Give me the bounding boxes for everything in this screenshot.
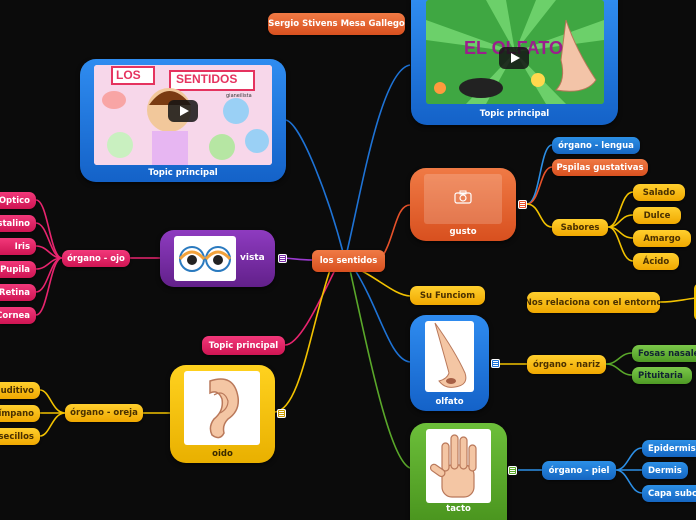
sabores-node[interactable]: Sabores [552, 219, 608, 236]
vista-part-iris-label: Iris [14, 241, 30, 252]
oido-part-huesecillos[interactable]: Huesecillos [0, 428, 40, 445]
oido-part-timpano[interactable]: Tímpano [0, 405, 40, 422]
vista-organ-label: órgano - ojo [67, 253, 125, 264]
su-funcion-node[interactable]: Su Funciom [410, 286, 485, 305]
olfato-card[interactable]: olfato [410, 315, 489, 411]
vista-part-pupila[interactable]: Pupila [0, 261, 36, 278]
tacto-caption: tacto [446, 504, 471, 514]
oido-collapse-icon[interactable] [277, 409, 286, 418]
tacto-collapse-icon[interactable] [508, 466, 517, 475]
vista-part-cornea-label: Cornea [0, 310, 30, 321]
camera-icon [454, 190, 472, 204]
gusto-caption: gusto [449, 227, 477, 237]
video-left-title2: SENTIDOS [176, 72, 238, 86]
author-node[interactable]: Sergio Stivens Mesa Gallego [268, 13, 405, 35]
play-button-right-icon[interactable] [499, 47, 529, 69]
vista-collapse-icon[interactable] [278, 254, 287, 263]
vista-organ-node[interactable]: órgano - ojo [62, 250, 130, 267]
central-node[interactable]: los sentidos [312, 250, 385, 272]
vista-part-cornea[interactable]: Cornea [0, 307, 36, 324]
video-left-subtitle: gianeilista [226, 93, 252, 99]
oido-caption: oido [212, 449, 233, 459]
olfato-part-fosas[interactable]: Fosas nasales [632, 345, 696, 362]
tacto-part-epidermis-label: Epidermis [648, 443, 696, 454]
tacto-part-capa-label: Capa subcutánea [648, 488, 696, 499]
su-funcion-label: Su Funciom [419, 290, 476, 301]
vista-card[interactable]: vista [160, 230, 275, 287]
gusto-collapse-icon[interactable] [518, 200, 527, 209]
play-button-left-icon[interactable] [168, 100, 198, 122]
gusto-organ-label: órgano - lengua [558, 140, 634, 151]
vista-label: vista [240, 253, 265, 263]
olfato-organ-node[interactable]: órgano - nariz [527, 355, 606, 374]
vista-part-optico-label: Optico [0, 195, 30, 206]
gusto-card[interactable]: gusto [410, 168, 516, 241]
nose-icon [434, 322, 467, 388]
video-card-right-caption: Topic principal [479, 109, 550, 119]
olfato-collapse-icon[interactable] [491, 359, 500, 368]
vista-part-retina[interactable]: Retina [0, 284, 36, 301]
video-card-left[interactable]: LOS SENTIDOS gianeilista Topic principal [80, 59, 286, 182]
tacto-organ-node[interactable]: órgano - piel [542, 461, 616, 480]
vista-part-retina-label: Retina [0, 287, 30, 298]
video-card-left-caption: Topic principal [148, 168, 218, 178]
central-label: los sentidos [319, 256, 378, 266]
vista-part-iris[interactable]: Iris [0, 238, 36, 255]
oido-card[interactable]: oido [170, 365, 275, 463]
vista-part-pupila-label: Pupila [0, 264, 30, 275]
olfato-caption: olfato [435, 397, 464, 407]
hand-icon [429, 434, 477, 498]
nose-image [425, 321, 474, 392]
olfato-part-fosas-label: Fosas nasales [638, 348, 696, 359]
topic-principal-label: Topic principal [208, 340, 279, 351]
sabor-acido-node[interactable]: Ácido [633, 253, 679, 270]
eyes-image [174, 236, 236, 281]
eyes-icon [178, 246, 232, 272]
sabor-dulce-label: Dulce [643, 210, 671, 221]
vista-part-cristalino-label: Cristalino [0, 218, 30, 229]
papilas-label: Pspilas gustativas [556, 162, 644, 173]
olfato-organ-label: órgano - nariz [532, 359, 601, 370]
video-card-right[interactable]: EL OLFATO Topic principal [411, 0, 618, 125]
tacto-part-epidermis[interactable]: Epidermis [642, 440, 696, 457]
vista-part-cristalino[interactable]: Cristalino [0, 215, 36, 232]
oido-part-huesecillos-label: Huesecillos [0, 431, 34, 442]
sabor-amargo-node[interactable]: Amargo [633, 230, 691, 247]
offscreen-node-edge [694, 283, 696, 321]
vista-part-optico[interactable]: Optico [0, 192, 36, 209]
video-left-title: LOS [116, 68, 141, 82]
oido-part-timpano-label: Tímpano [0, 408, 34, 419]
sabor-acido-label: Ácido [642, 256, 670, 267]
author-label: Sergio Stivens Mesa Gallego [268, 19, 405, 29]
olfato-part-pituitaria[interactable]: Pituitaria [632, 367, 692, 384]
tacto-card[interactable]: tacto [410, 423, 507, 520]
ear-icon [209, 378, 240, 439]
ear-image [184, 371, 260, 445]
gusto-organ-node[interactable]: órgano - lengua [552, 137, 640, 154]
topic-principal-node[interactable]: Topic principal [202, 336, 285, 355]
sabor-dulce-node[interactable]: Dulce [633, 207, 681, 224]
tacto-part-capa[interactable]: Capa subcutánea [642, 485, 696, 502]
gusto-image-placeholder [424, 174, 502, 224]
olfato-part-pituitaria-label: Pituitaria [638, 370, 683, 381]
tacto-organ-label: órgano - piel [548, 465, 610, 476]
oido-organ-label: órgano - oreja [70, 408, 138, 418]
sabor-salado-node[interactable]: Salado [633, 184, 685, 201]
tacto-part-dermis[interactable]: Dermis [642, 462, 688, 479]
sabor-salado-label: Salado [642, 187, 676, 198]
olfato-relation-label: Nos relaciona con el entorno [527, 297, 660, 308]
sabores-label: Sabores [560, 222, 600, 233]
oido-organ-node[interactable]: órgano - oreja [65, 404, 143, 422]
sabor-amargo-label: Amargo [643, 233, 681, 244]
papilas-node[interactable]: Pspilas gustativas [552, 159, 648, 176]
hand-image [426, 429, 491, 503]
olfato-relation-node[interactable]: Nos relaciona con el entorno [527, 292, 660, 313]
tacto-part-dermis-label: Dermis [648, 465, 682, 476]
